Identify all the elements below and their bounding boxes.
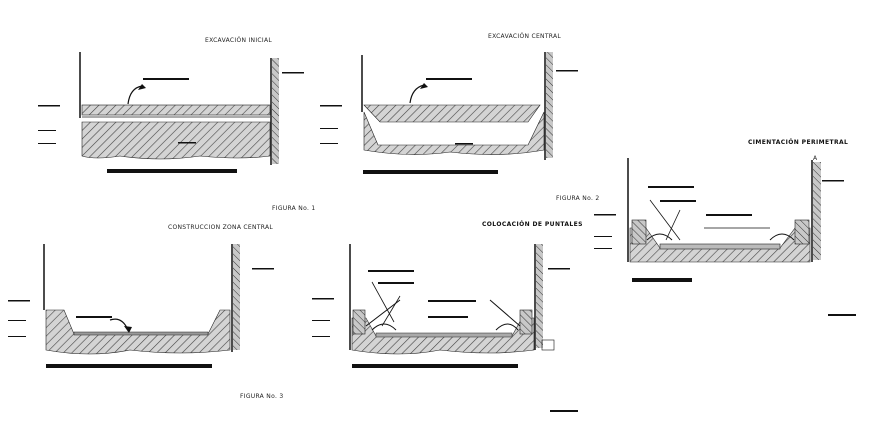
central-slab — [73, 331, 209, 336]
soil-right — [813, 162, 821, 260]
strut-right — [489, 299, 521, 327]
arrow-head-icon — [124, 326, 132, 333]
perimeter-footing-left — [631, 219, 647, 245]
dimension-bar — [46, 364, 212, 368]
note-leader-line — [368, 270, 414, 272]
dimension-bar — [632, 278, 692, 282]
figure-caption: FIGURA No. 1 — [272, 205, 316, 212]
note-leader-line — [76, 316, 112, 318]
leader-arrow — [371, 323, 397, 331]
leader-arrow — [109, 318, 129, 331]
central-slab — [375, 332, 513, 338]
level-mark — [320, 143, 338, 144]
leader-arrow — [495, 323, 519, 331]
level-mark — [594, 236, 612, 237]
level-mark — [38, 105, 60, 107]
detail-callout-box — [541, 339, 555, 351]
soil-right — [546, 52, 553, 158]
perimeter-footing-left — [352, 309, 366, 335]
figure-caption: FIGURA No. 3 — [240, 393, 284, 400]
panel-colocacion-puntales: COLOCACIÓN DE PUNTALES — [312, 221, 583, 412]
arrow-head-icon — [420, 83, 428, 89]
strut-left — [365, 299, 401, 327]
arrow-head-icon — [138, 84, 146, 90]
leader-arrow — [769, 233, 795, 241]
foundation-slab — [659, 243, 781, 250]
soil-right — [272, 58, 279, 164]
note-leader-line — [648, 186, 694, 188]
soil-right — [233, 244, 240, 350]
note-leader-line — [426, 78, 472, 80]
panel-excavacion-central: EXCAVACIÓN CENTRAL FIGURA No. 2 — [320, 33, 600, 202]
leader-line — [381, 295, 401, 327]
note-leader-line — [428, 300, 476, 302]
soil-mass — [45, 309, 231, 355]
panel-title: EXCAVACIÓN INICIAL — [205, 37, 272, 44]
level-mark — [38, 130, 56, 131]
level-mark — [320, 128, 338, 129]
note-leader-line — [143, 78, 189, 80]
note-leader-line — [378, 282, 414, 284]
leader-line — [649, 199, 681, 241]
panel-title: CONSTRUCCION ZONA CENTRAL — [168, 224, 273, 231]
dimension-bar — [363, 170, 498, 174]
level-mark — [312, 298, 334, 300]
level-mark — [312, 336, 330, 337]
level-mark — [312, 320, 330, 321]
leader-line — [371, 281, 395, 323]
level-mark — [38, 143, 56, 144]
soil-mass — [363, 111, 545, 155]
panel-title: EXCAVACIÓN CENTRAL — [488, 33, 561, 40]
note-leader-line — [282, 72, 304, 74]
note-leader-line — [822, 180, 844, 182]
panel-construccion-zona-central: CONSTRUCCION ZONA CENTRAL FIGURA No. 3 — [8, 224, 284, 400]
perimeter-footing-right — [794, 219, 810, 245]
level-mark — [594, 248, 612, 249]
perimeter-footing-right — [519, 309, 533, 335]
note-leader-line — [252, 268, 274, 270]
figure-caption: FIGURA No. 2 — [556, 195, 600, 202]
soil-mass — [81, 121, 271, 160]
soil-right — [536, 244, 543, 348]
dimension-bar — [107, 169, 237, 173]
excavation-layer — [81, 104, 271, 116]
note-leader-line — [660, 200, 696, 202]
excavation-layer — [363, 104, 541, 123]
panel-title: CIMENTACIÓN PERIMETRAL — [748, 139, 848, 146]
axis-marker: A — [813, 155, 818, 162]
note-leader-line — [556, 70, 578, 72]
scale-mark — [550, 410, 578, 412]
note-leader-line — [548, 268, 570, 270]
scale-mark — [828, 314, 856, 316]
panel-title: COLOCACIÓN DE PUNTALES — [482, 221, 583, 228]
leader-line — [665, 209, 681, 241]
dimension-bar — [352, 364, 518, 368]
leader-arrow — [127, 85, 143, 105]
level-mark — [8, 336, 26, 337]
leader-arrow — [646, 233, 673, 241]
leader-arrow — [409, 84, 425, 104]
level-mark — [8, 300, 30, 302]
level-mark — [320, 105, 342, 107]
panel-cimentacion-perimetral: CIMENTACIÓN PERIMETRAL A — [594, 139, 856, 316]
panel-excavacion-inicial: EXCAVACIÓN INICIAL FIGURA No. 1 — [38, 37, 316, 212]
level-mark — [455, 143, 473, 145]
level-mark — [8, 320, 26, 321]
level-mark — [178, 142, 196, 144]
note-leader-line — [428, 316, 468, 318]
level-mark — [594, 214, 616, 216]
note-leader-line — [706, 214, 752, 216]
